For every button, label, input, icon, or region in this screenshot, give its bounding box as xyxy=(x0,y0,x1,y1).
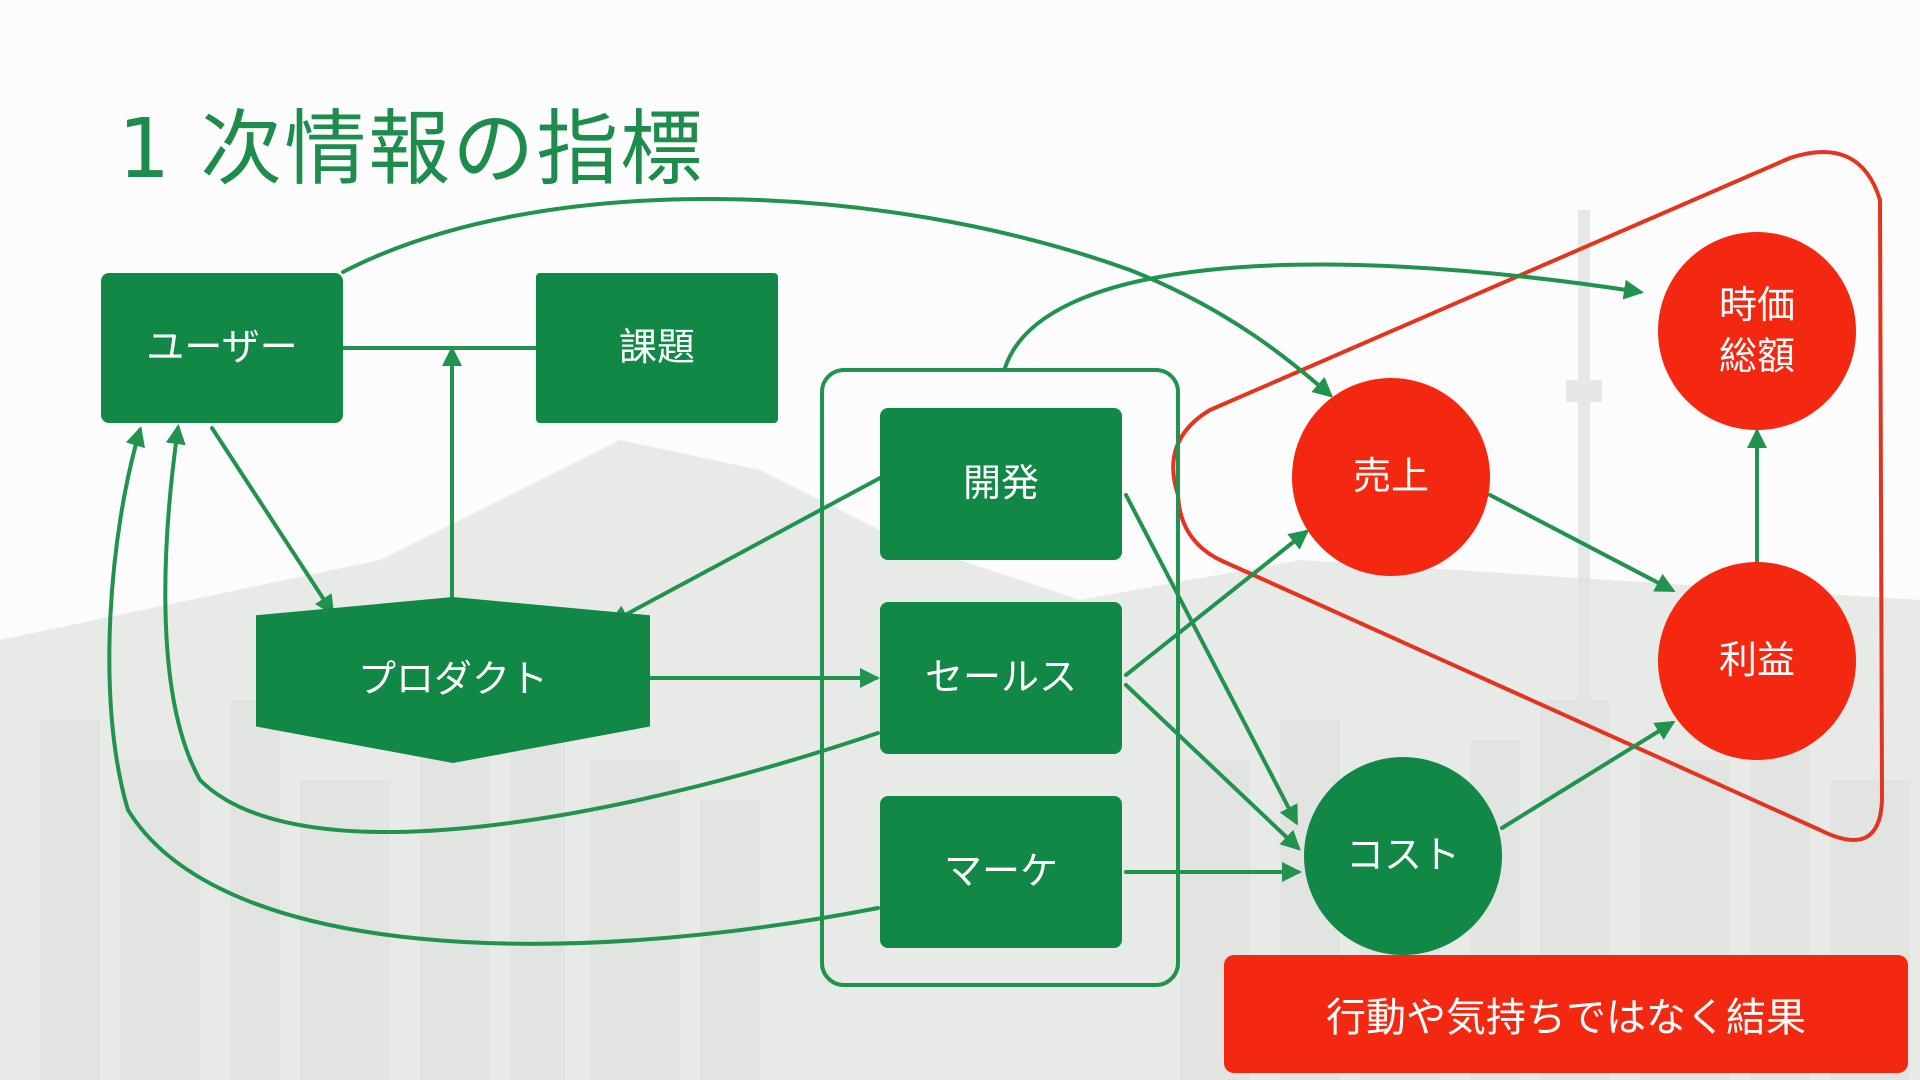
node-profit: 利益 xyxy=(1658,562,1856,760)
node-revenue-label: 売上 xyxy=(1352,454,1429,499)
node-dev-label: 開発 xyxy=(962,461,1039,506)
node-dev: 開発 xyxy=(880,408,1122,560)
node-user: ユーザー xyxy=(101,273,343,423)
node-market-cap: 時価 総額 xyxy=(1658,232,1856,430)
arrow-dev-marketcap xyxy=(1003,262,1644,370)
arrow-user-revenue xyxy=(341,196,1334,398)
results-banner-label: 行動や気持ちではなく結果 xyxy=(1326,995,1806,1041)
page-title: 1 次情報の指標 xyxy=(118,102,705,197)
arrow-sales-revenue xyxy=(1124,529,1310,677)
arrow-dev-product xyxy=(608,476,882,624)
node-marketing: マーケ xyxy=(880,796,1122,948)
arrow-user-product xyxy=(210,426,335,616)
arrow-revenue-profit xyxy=(1488,493,1676,592)
arrow-sales-user xyxy=(163,424,880,834)
node-revenue: 売上 xyxy=(1292,378,1490,576)
arrow-sales-cost xyxy=(1124,683,1301,851)
arrow-marketing-user xyxy=(107,426,880,946)
results-banner: 行動や気持ちではなく結果 xyxy=(1224,955,1908,1073)
node-user-label: ユーザー xyxy=(146,325,298,370)
node-market-cap-line2: 総額 xyxy=(1718,334,1795,378)
node-marketing-label: マーケ xyxy=(943,849,1058,894)
node-profit-label: 利益 xyxy=(1718,638,1795,683)
node-sales: セールス xyxy=(880,602,1122,754)
node-cost-label: コスト xyxy=(1345,833,1460,878)
node-product-label: プロダクト xyxy=(357,657,548,702)
arrow-dev-cost xyxy=(1124,493,1298,826)
node-cost: コスト xyxy=(1304,757,1502,955)
node-sales-label: セールス xyxy=(924,655,1077,700)
arrow-cost-profit xyxy=(1500,720,1676,830)
node-market-cap-line1: 時価 xyxy=(1718,282,1795,327)
node-product: プロダクト xyxy=(256,597,650,763)
node-issue-label: 課題 xyxy=(618,325,695,370)
results-triangle-outline xyxy=(1171,150,1884,842)
node-issue: 課題 xyxy=(536,273,778,423)
